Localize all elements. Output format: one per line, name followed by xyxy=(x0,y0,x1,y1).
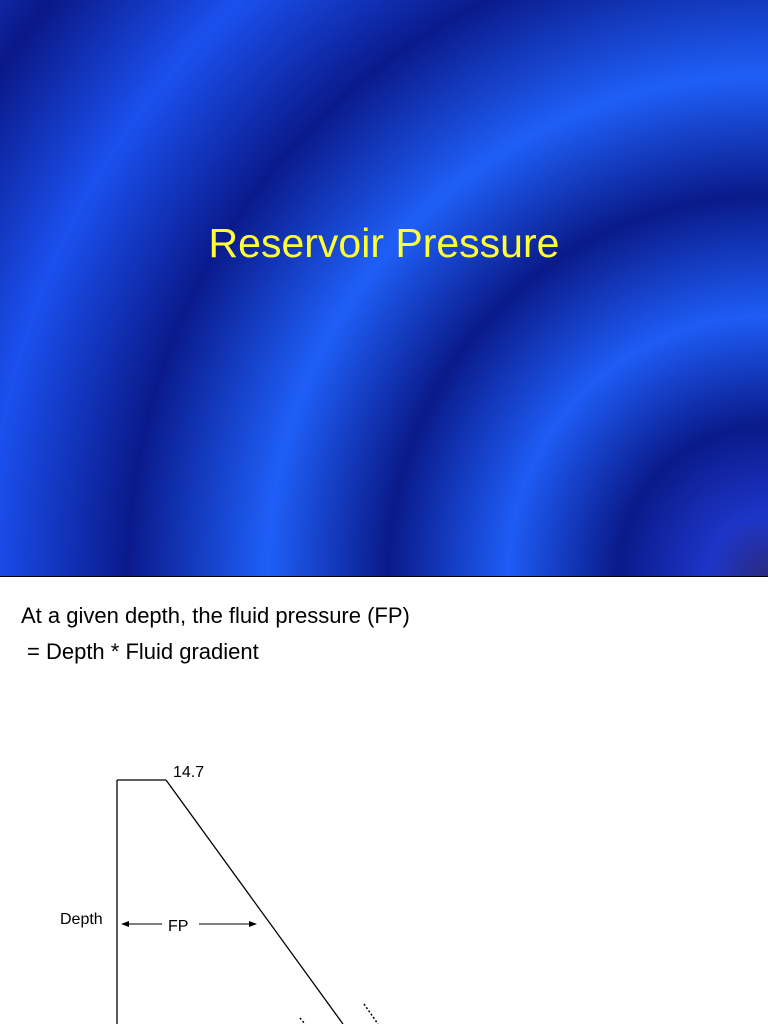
depth-label: Depth xyxy=(60,911,103,928)
top-value-label: 14.7 xyxy=(173,764,204,781)
fp-label: FP xyxy=(168,918,188,935)
content-slide: At a given depth, the fluid pressure (FP… xyxy=(0,577,768,1024)
pressure-gradient-line xyxy=(165,779,344,1024)
partial-dashed-line-2 xyxy=(363,1003,379,1024)
slide-title: Reservoir Pressure xyxy=(208,220,560,266)
partial-dashed-line-1 xyxy=(299,1017,306,1024)
pressure-depth-diagram: 14.7 Depth FP xyxy=(60,764,379,1024)
statement-line-2: = Depth * Fluid gradient xyxy=(27,639,259,664)
statement-line-1: At a given depth, the fluid pressure (FP… xyxy=(21,603,410,628)
title-slide: Reservoir Pressure xyxy=(0,0,768,577)
